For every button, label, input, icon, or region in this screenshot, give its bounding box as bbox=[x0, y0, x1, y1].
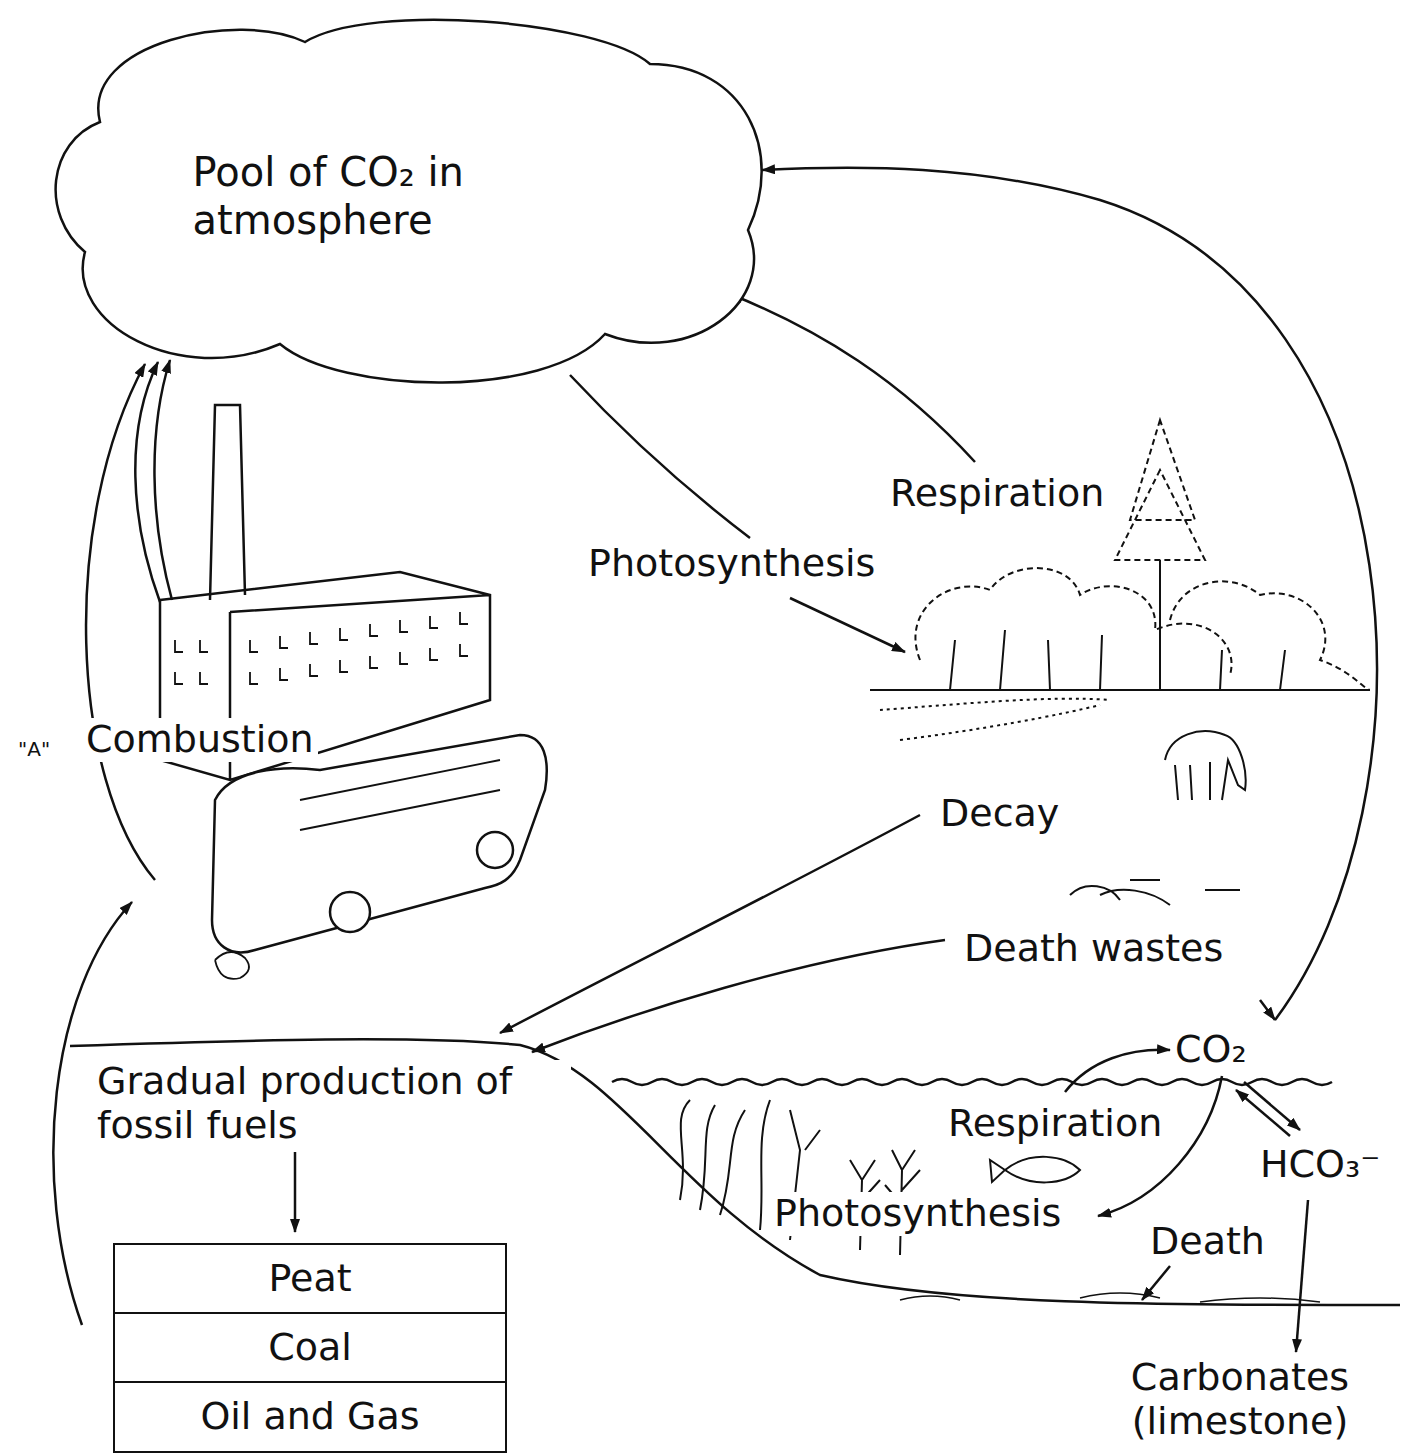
flow-arrows-part bbox=[1296, 1200, 1308, 1352]
flow-arrows-part bbox=[532, 940, 945, 1052]
dead-remains-part bbox=[1070, 880, 1240, 905]
fuel-label: Peat bbox=[268, 1256, 351, 1302]
flow-arrows-part bbox=[154, 360, 172, 600]
flow-arrows-part bbox=[1098, 1076, 1222, 1216]
water-plants-part bbox=[680, 1100, 745, 1215]
bus bbox=[212, 735, 547, 979]
fish-part bbox=[990, 1157, 1080, 1183]
forest-part bbox=[1115, 420, 1205, 560]
factory-part bbox=[175, 612, 468, 684]
deposit-label: Carbonates (limestone) bbox=[1086, 1356, 1394, 1443]
dead-remains bbox=[1070, 880, 1240, 905]
fuel-table-cell: Coal bbox=[113, 1312, 507, 1383]
bus-part bbox=[215, 952, 249, 979]
ground-and-trunks-part bbox=[880, 699, 1110, 740]
atmosphere-cloud: Pool of CO₂ in atmosphere bbox=[40, 2, 775, 400]
process-label: Decay bbox=[936, 792, 1063, 836]
ground-and-water-part bbox=[70, 1039, 1400, 1305]
grazing-animal-part bbox=[1165, 731, 1246, 800]
path-marker: "A" bbox=[14, 738, 54, 761]
process-label: Photosynthesis bbox=[584, 542, 879, 586]
bus-part bbox=[330, 892, 370, 932]
process-label: Respiration bbox=[886, 472, 1108, 516]
grazing-animal bbox=[1165, 731, 1246, 800]
pool-label: Pool of CO₂ in atmosphere bbox=[193, 148, 573, 244]
flow-arrows-part bbox=[762, 168, 1377, 1020]
bus-part bbox=[300, 760, 500, 830]
bus-part bbox=[212, 735, 547, 952]
flow-arrows-part bbox=[294, 1152, 297, 1232]
flow-arrows-part bbox=[135, 362, 160, 602]
ground-and-trunks-part bbox=[870, 560, 1370, 690]
flow-arrows-part bbox=[730, 294, 975, 462]
compound-label: CO₂ bbox=[1171, 1028, 1251, 1072]
forest-part bbox=[915, 568, 1231, 675]
ground-and-water-part bbox=[612, 1079, 1332, 1085]
flow-arrows-part bbox=[86, 364, 155, 880]
fish bbox=[990, 1157, 1080, 1183]
process-label: Combustion bbox=[82, 718, 318, 762]
fuel-label: Oil and Gas bbox=[200, 1394, 419, 1440]
process-label: Gradual production of fossil fuels bbox=[93, 1060, 571, 1147]
ground-and-water bbox=[70, 1039, 1400, 1305]
flow-arrows-part bbox=[500, 815, 920, 1033]
flow-arrows-part bbox=[790, 598, 905, 652]
forest-part bbox=[1170, 581, 1370, 690]
bus-part bbox=[477, 832, 513, 868]
ground-and-trunks bbox=[870, 560, 1370, 740]
process-label: Photosynthesis bbox=[770, 1192, 1065, 1236]
compound-label: HCO₃⁻ bbox=[1256, 1143, 1384, 1187]
flow-arrows-part bbox=[1236, 1090, 1290, 1136]
flow-arrows-part bbox=[570, 375, 750, 538]
fuel-label: Coal bbox=[268, 1325, 352, 1371]
flow-arrows-part bbox=[1244, 1082, 1300, 1130]
fuel-table-cell: Peat bbox=[113, 1243, 507, 1314]
cloud-outline-path bbox=[56, 20, 762, 383]
process-label: Death bbox=[1146, 1220, 1269, 1264]
process-label: Death wastes bbox=[960, 927, 1227, 971]
fuel-table-cell: Oil and Gas bbox=[113, 1381, 507, 1453]
factory-part bbox=[210, 405, 245, 600]
process-label: Respiration bbox=[944, 1102, 1166, 1146]
forest bbox=[915, 420, 1370, 690]
ground-and-water-part bbox=[900, 1293, 1320, 1302]
flow-arrows-part bbox=[1260, 1000, 1275, 1020]
